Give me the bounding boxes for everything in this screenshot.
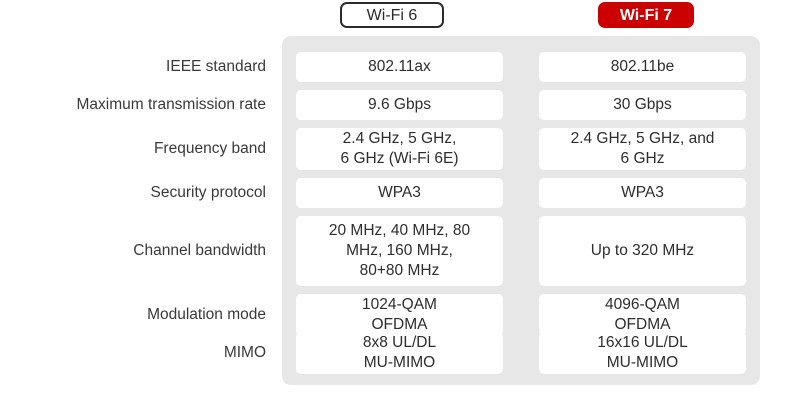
table-cell-wifi7: 4096-QAM OFDMA: [539, 294, 746, 336]
table-cell-wifi6: 2.4 GHz, 5 GHz, 6 GHz (Wi-Fi 6E): [296, 128, 503, 170]
table-cell-wifi6: 20 MHz, 40 MHz, 80 MHz, 160 MHz,80+80 MHz: [296, 216, 503, 286]
cell-text-line: 20 MHz, 40 MHz, 80: [328, 222, 471, 240]
cell-text-line: WPA3: [621, 184, 664, 202]
table-cell-wifi7: 30 Gbps: [539, 90, 746, 120]
table-cell-wifi7: Up to 320 MHz: [539, 216, 746, 286]
cell-text-line: MU-MIMO: [606, 354, 679, 371]
cell-text-line: Up to 320 MHz: [590, 242, 695, 260]
cell-text-line: 30 Gbps: [613, 96, 672, 114]
cell-text-line: OFDMA: [371, 316, 428, 333]
cell-text-line: 4096-QAM: [605, 296, 680, 314]
table-cell-wifi6: 9.6 Gbps: [296, 90, 503, 120]
table-cell-wifi6: 802.11ax: [296, 52, 503, 82]
row-label: Modulation mode: [147, 306, 266, 324]
row-label: IEEE standard: [166, 58, 266, 76]
row-label: Frequency band: [153, 140, 266, 158]
cell-text-line: 1024-QAM: [362, 296, 437, 314]
cell-text-line: 6 GHz: [620, 150, 665, 167]
table-cell-wifi7: 802.11be: [539, 52, 746, 82]
cell-text-line: WPA3: [378, 184, 421, 202]
cell-text-line: 2.4 GHz, 5 GHz,: [342, 130, 457, 148]
table-cell-wifi6: 1024-QAM OFDMA: [296, 294, 503, 336]
cell-text-line: 9.6 Gbps: [368, 96, 431, 114]
cell-text-line: 2.4 GHz, 5 GHz, and: [570, 130, 715, 148]
comparison-header: Wi-Fi 6 Wi-Fi 7: [282, 0, 760, 36]
cell-text-line: 6 GHz (Wi-Fi 6E): [340, 150, 459, 167]
comparison-cell-grid: 802.11ax 802.11be 9.6 Gbps 30 Gbps 2.4 GHz, …: [282, 36, 760, 385]
cell-text-line: MU-MIMO: [363, 354, 436, 371]
column-header-badge-wifi6: Wi-Fi 6: [340, 2, 444, 28]
cell-text-line: MHz, 160 MHz,: [346, 242, 453, 260]
row-label: Maximum transmission rate: [76, 96, 267, 114]
table-cell-wifi7: 2.4 GHz, 5 GHz, and 6 GHz: [539, 128, 746, 170]
table-cell-wifi6: 8x8 UL/DL MU-MIMO: [296, 332, 503, 374]
cell-text-line: 16x16 UL/DL: [597, 334, 688, 352]
table-cell-wifi7: WPA3: [539, 178, 746, 208]
cell-text-line: 802.11be: [610, 58, 675, 76]
row-label: MIMO: [223, 344, 266, 362]
table-cell-wifi6: WPA3: [296, 178, 503, 208]
row-label: Channel bandwidth: [133, 242, 266, 260]
row-label: Security protocol: [150, 184, 266, 202]
cell-text-line: 802.11ax: [368, 58, 431, 76]
cell-text-line: 8x8 UL/DL: [362, 334, 437, 352]
table-cell-wifi7: 16x16 UL/DL MU-MIMO: [539, 332, 746, 374]
cell-text-line: 80+80 MHz: [359, 261, 440, 279]
column-header-badge-wifi7: Wi-Fi 7: [598, 2, 694, 28]
cell-text-line: OFDMA: [614, 316, 671, 333]
